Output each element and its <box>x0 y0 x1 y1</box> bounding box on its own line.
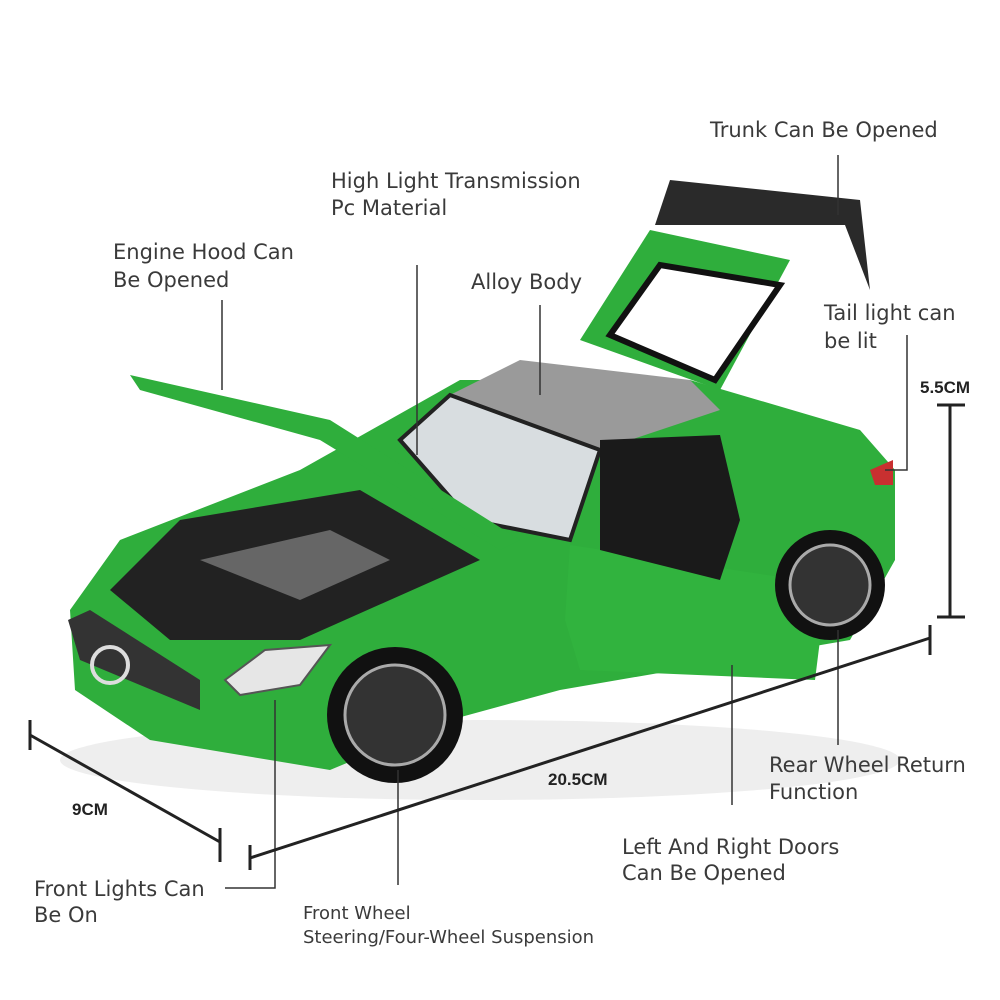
label-front-lights-1: Front Lights Can <box>34 877 205 901</box>
label-hood-2: Be Opened <box>113 268 230 292</box>
label-front-wheel-1: Front Wheel <box>303 903 411 924</box>
dimension-height: 5.5CM <box>920 378 971 397</box>
label-trunk: Trunk Can Be Opened <box>710 118 938 142</box>
label-doors-1: Left And Right Doors <box>622 835 840 859</box>
roof <box>450 360 720 450</box>
label-rear-wheel-2: Function <box>769 780 859 804</box>
dimension-length: 20.5CM <box>548 770 608 789</box>
label-pc-material-1: High Light Transmission <box>331 169 581 193</box>
label-front-lights-2: Be On <box>34 903 98 927</box>
headlight <box>223 643 333 697</box>
trunk-window <box>605 261 786 384</box>
leader-lines <box>221 155 908 889</box>
label-tail-2: be lit <box>824 329 877 353</box>
door <box>565 545 825 680</box>
badge <box>90 645 130 685</box>
label-pc-material-2: Pc Material <box>331 196 448 220</box>
label-hood-1: Engine Hood Can <box>113 240 294 264</box>
label-tail-1: Tail light can <box>824 301 956 325</box>
engine-cover <box>200 530 390 600</box>
label-doors-2: Can Be Opened <box>622 861 786 885</box>
hood <box>130 375 520 550</box>
label-rear-wheel-1: Rear Wheel Return <box>769 753 966 777</box>
rear-wing <box>655 180 870 290</box>
grille <box>68 610 200 710</box>
dimension-width: 9CM <box>72 800 108 819</box>
interior <box>600 435 740 580</box>
tail-light <box>870 460 893 485</box>
label-front-wheel-2: Steering/Four-Wheel Suspension <box>303 927 595 948</box>
dimension-lines <box>28 403 965 870</box>
label-alloy: Alloy Body <box>471 270 582 294</box>
